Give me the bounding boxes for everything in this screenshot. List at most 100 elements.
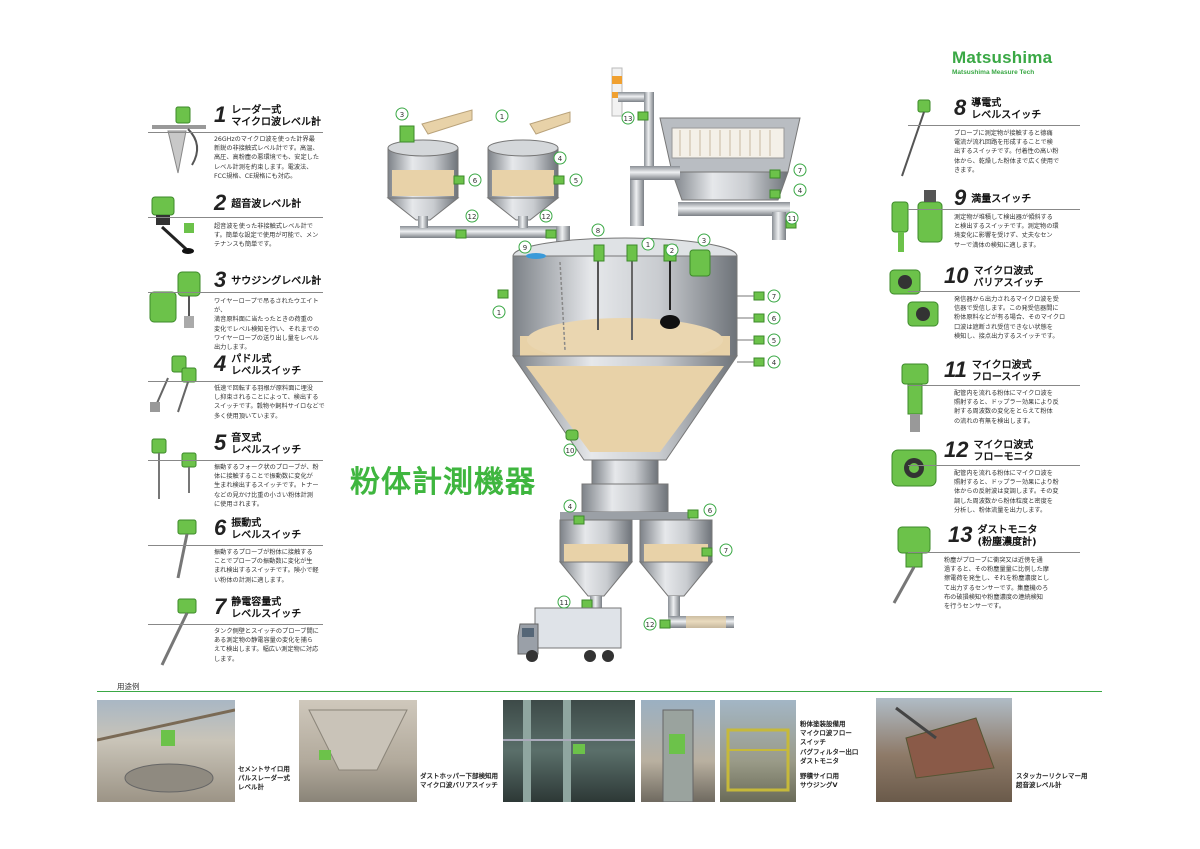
callout-1: 1 xyxy=(500,113,504,121)
case-caption-line: セメントサイロ用 xyxy=(238,765,290,773)
product-description-line: し抑束されることによって、検出する xyxy=(214,394,319,402)
product-number: 12 xyxy=(944,437,969,462)
callout-9: 9 xyxy=(523,244,527,252)
product-description-line: 生まれ検出するスイッチです。トナー xyxy=(214,482,319,490)
callout-12b: 12 xyxy=(542,213,551,221)
radar-level-meter-image xyxy=(148,105,210,179)
product-title-line2: レベルスイッチ xyxy=(231,530,302,541)
product-description-line: ことでプローブの振動数に変化が生 xyxy=(214,558,313,566)
callout-1b: 1 xyxy=(646,241,650,249)
product-title-line2: バリアスイッチ xyxy=(973,278,1044,289)
product-description-line: 分析し、粉体流量を出力します。 xyxy=(954,506,1047,514)
product-description-line: 配管内を流れる粉体にマイクロ波を xyxy=(954,470,1053,477)
callout-3b: 3 xyxy=(702,237,706,245)
conductive-level-switch-image xyxy=(888,98,948,184)
product-description-line: 出するスイッチです。付着性の高い粉 xyxy=(954,148,1059,156)
product-title-line1: マイクロ波式 xyxy=(973,266,1034,277)
product-description-line: 電流が流れ回路を形成することで検 xyxy=(954,139,1053,147)
callout-2: 2 xyxy=(670,247,674,255)
callout-7b: 7 xyxy=(798,167,802,175)
logo-wordmark: Matsushima xyxy=(952,48,1053,67)
product-number: 8 xyxy=(954,95,967,120)
cement-silo-photo xyxy=(96,700,236,802)
product-description-line: 超音波を使った非接触式レベル計で xyxy=(214,223,313,230)
product-number: 1 xyxy=(214,102,227,127)
product-description-line: 満音原料面に当たったときの荷重の xyxy=(214,316,313,324)
product-description-line: 照射すると、ドップラー効果により反 xyxy=(954,399,1059,407)
callout-4c: 4 xyxy=(798,187,803,195)
open-silo-photo xyxy=(720,700,796,802)
case-caption-line: 超音波レベル計 xyxy=(1016,781,1062,789)
product-number: 9 xyxy=(954,185,967,210)
product-title-line1: パドル式 xyxy=(231,354,272,365)
product-description-line: の流れの有無を検出します。 xyxy=(954,417,1034,425)
dust-hopper-photo xyxy=(299,700,417,802)
product-description-line: 26GHzのマイクロ波を使った計界最 xyxy=(214,136,315,143)
top-silo-right xyxy=(486,111,571,221)
product-description-line: 粉塵がプローブに衝突又は近傍を通 xyxy=(944,557,1043,564)
tuning-fork-level-switch-image xyxy=(148,433,210,509)
product-title-line2: マイクロ波レベル計 xyxy=(231,117,322,128)
product-divider xyxy=(148,460,323,461)
product-description-line: 発信器から出力されるマイクロ波を受 xyxy=(954,296,1059,303)
callout-7c: 7 xyxy=(724,547,728,555)
product-description-line: に使用されます。 xyxy=(214,500,263,508)
product-description-line: 過すると、その粉塵量量に比例した摩 xyxy=(944,566,1049,574)
callout-11b: 11 xyxy=(560,599,569,607)
product-description-line: と検出するスイッチです。測定物の環 xyxy=(954,223,1059,231)
product-title-line2: フローモニタ xyxy=(973,452,1034,463)
product-description-line: 振動するプローブが粉体に接触する xyxy=(214,549,313,556)
case-caption-line: 粉体塗装設備用 xyxy=(800,720,846,728)
callout-11: 11 xyxy=(788,215,797,223)
product-description-line: テナンスも簡単です。 xyxy=(214,241,276,249)
product-title-line1: マイクロ波式 xyxy=(973,440,1034,451)
product-divider xyxy=(148,545,323,546)
microwave-barrier-switch-image xyxy=(888,266,950,336)
product-description-line: 照射すると、ドップラー効果により粉 xyxy=(954,479,1059,487)
product-title-line1: サウジングレベル計 xyxy=(231,276,322,287)
product-title-line2: レベルスイッチ xyxy=(231,366,302,377)
case-caption-line: 野積サイロ用 xyxy=(800,772,839,780)
product-divider xyxy=(148,381,323,382)
product-divider xyxy=(908,385,1080,386)
product-description-line: 境変化に影響を受けず、丈夫なセン xyxy=(954,232,1053,240)
product-number: 3 xyxy=(214,267,227,292)
dust-monitor-image xyxy=(888,525,950,611)
product-description-line: 粉体原料などが有る場合、そのマイクロ xyxy=(954,314,1066,322)
product-number: 13 xyxy=(948,522,973,547)
product-description-line: レベル計測を約束します。電波法、 xyxy=(214,163,313,171)
product-description-line: て出力するセンサーです。集塵機のろ xyxy=(944,584,1049,592)
product-title-line1: 超音波レベル計 xyxy=(231,199,302,210)
product-divider xyxy=(908,125,1080,126)
case-caption-line: ダストホッパー下部検知用 xyxy=(420,772,498,780)
vibration-level-switch-image xyxy=(148,518,210,584)
product-description-line: 体に接触することで振動数に変化が xyxy=(214,473,313,481)
use-cases-divider xyxy=(97,691,1102,692)
case-caption-line: ダストモニタ xyxy=(800,757,839,765)
product-description-line: プローブに測定物が接触すると德痛 xyxy=(954,130,1053,137)
product-description-line: 高圧、高粉塵の悪環境でも、安定した xyxy=(214,154,320,162)
main-silo xyxy=(512,237,738,520)
product-title-line1: ダストモニタ xyxy=(977,525,1038,536)
product-description-line: 擦電荷を発生し、それを粉塵濃度とし xyxy=(944,575,1050,583)
product-divider xyxy=(148,132,323,133)
callout-7: 7 xyxy=(772,293,776,301)
product-description-line: ある測定物の静電容量の変化を捕ら xyxy=(214,637,313,645)
full-level-switch-image xyxy=(888,188,950,260)
paddle-level-switch-image xyxy=(148,354,210,420)
product-description-line: 信器で受信します。この発受信器間に xyxy=(954,305,1059,313)
case-caption-line: バグフィルター出口 xyxy=(800,748,859,756)
product-number: 4 xyxy=(214,351,227,376)
callout-5b: 5 xyxy=(772,337,776,345)
product-divider xyxy=(148,292,323,293)
callout-markers xyxy=(395,107,807,631)
product-title-line2: レベルスイッチ xyxy=(971,110,1042,121)
case-caption-line: パルスレーダー式 xyxy=(238,774,290,782)
bag-filter-photo xyxy=(641,700,715,803)
product-description-line: 配管内を流れる粉体にマイクロ波を xyxy=(954,390,1053,397)
callout-13: 13 xyxy=(624,115,633,123)
product-description-line: 新鋭の非接触式レベル計です。高温、 xyxy=(214,145,319,153)
top-silo-left xyxy=(386,109,473,221)
product-description-line: 体からの反射波は変調します。その変 xyxy=(954,488,1059,496)
case-caption-line: スイッチ xyxy=(800,738,826,746)
